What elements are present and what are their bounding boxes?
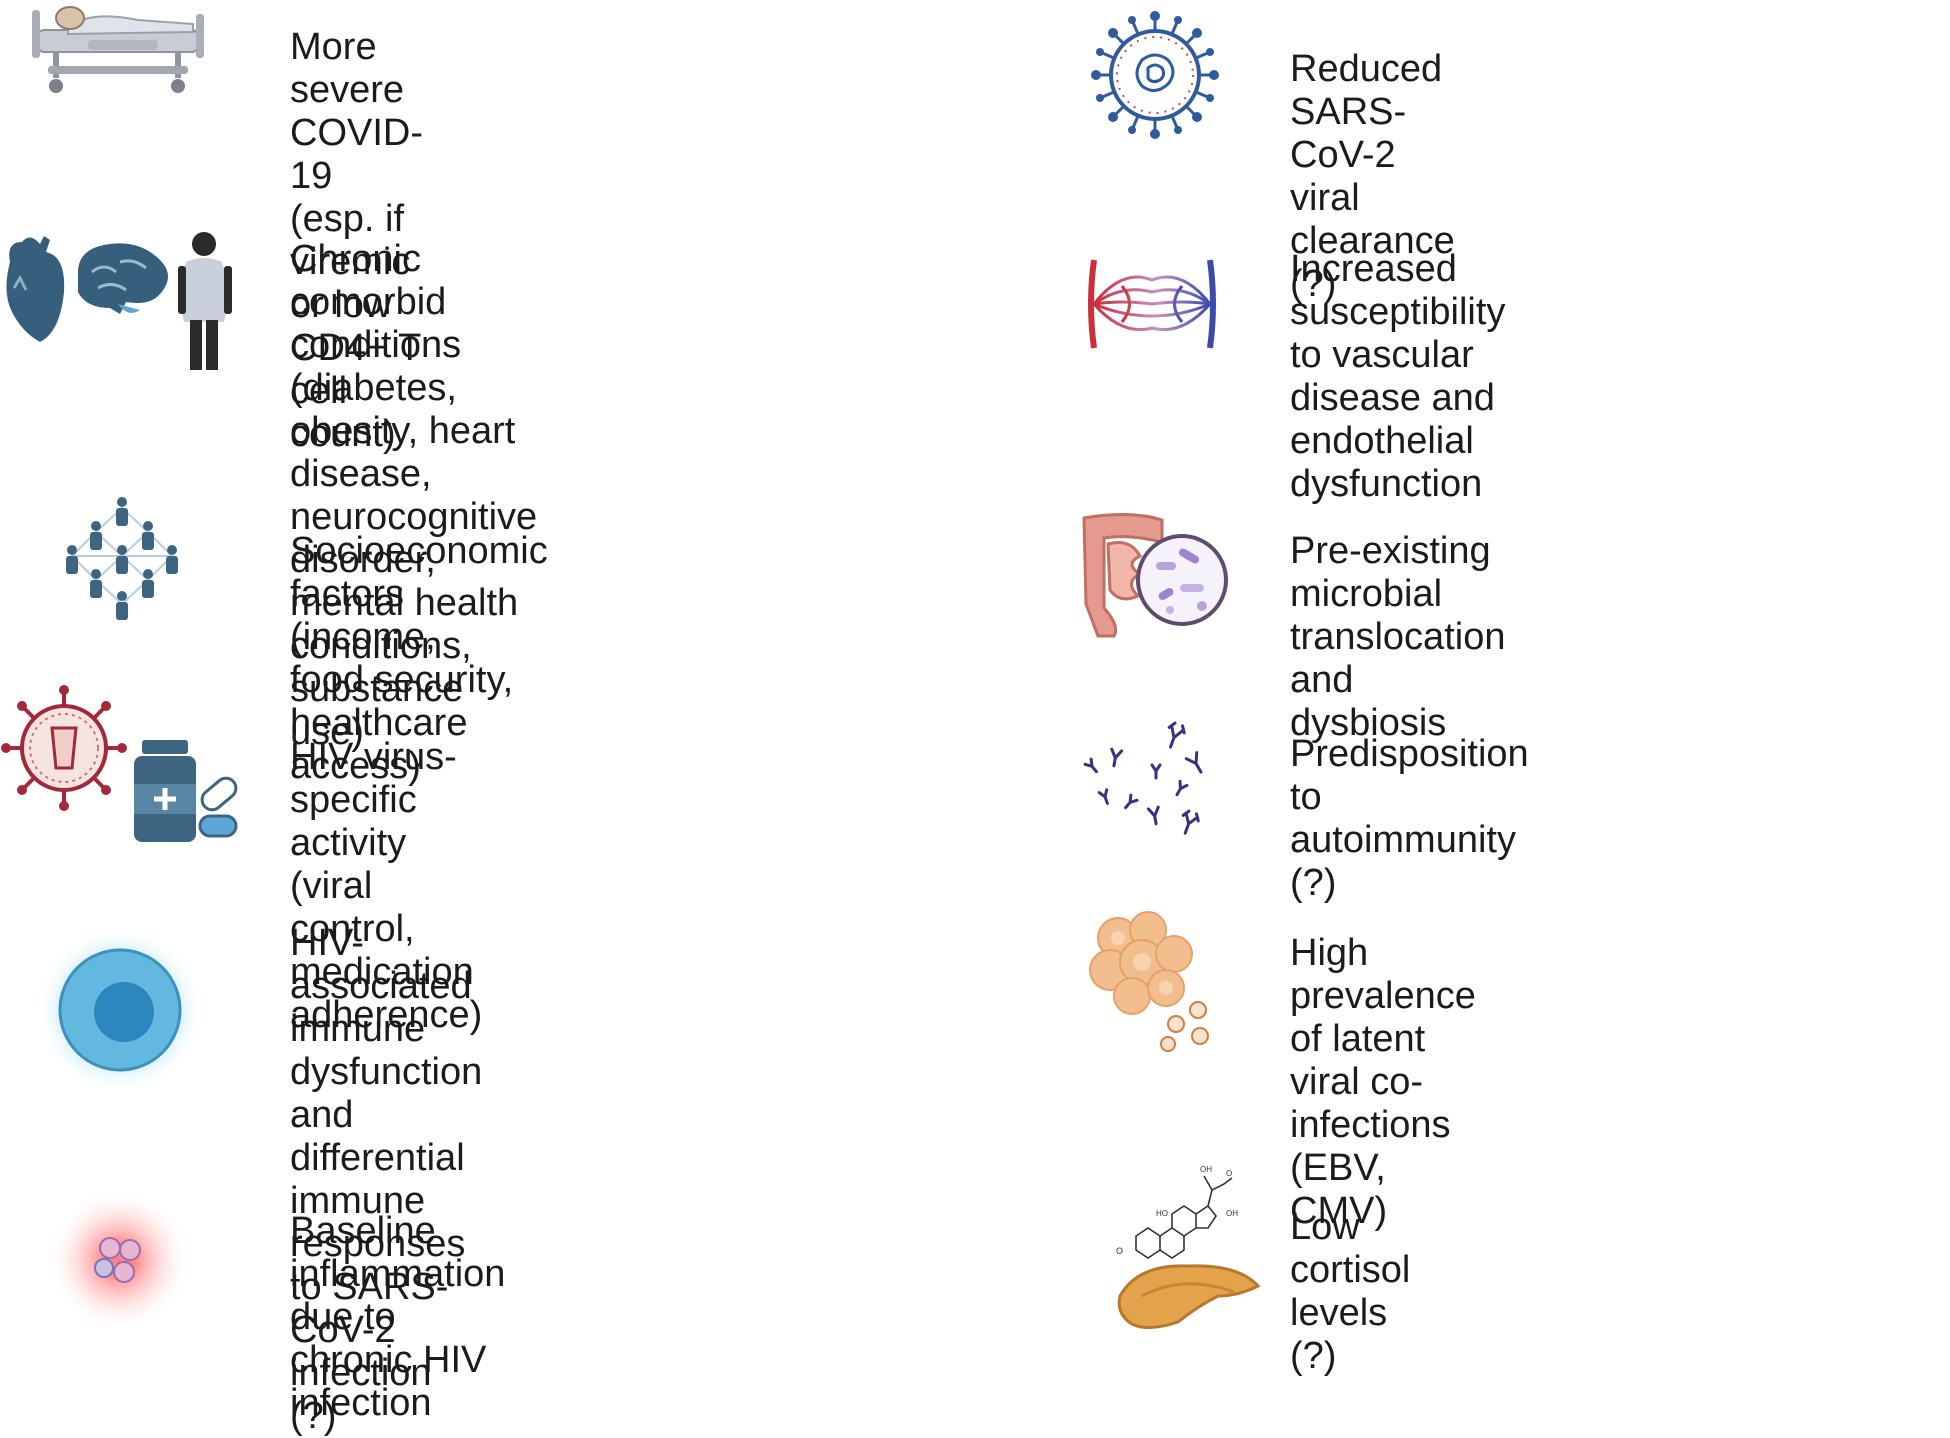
adrenal-gland-icon <box>1117 1264 1261 1329</box>
cortisol-molecule-icon: O HO OH O OH <box>1116 1165 1238 1259</box>
intestine-microbiome-icon <box>1070 508 1230 638</box>
inflamed-cells-icon <box>44 1186 194 1332</box>
microbiome-icon <box>1136 534 1228 626</box>
antibodies-icon <box>1076 720 1222 840</box>
coronavirus-icon <box>1091 11 1219 139</box>
factor-text: HIV virus-specific activity (viral contr… <box>290 736 483 1036</box>
factor-text: Reduced SARS-CoV-2 viral clearance (?) <box>1290 48 1455 305</box>
person-icon <box>178 232 232 370</box>
capillary-network-icon <box>1082 256 1222 352</box>
people-network-icon <box>52 496 192 620</box>
factor-text: Baseline inflammation due to chronic HIV… <box>290 1210 506 1424</box>
factor-text: More severe COVID-19 (esp. if viremic or… <box>290 26 423 455</box>
hospital-bed-icon <box>28 0 208 100</box>
virus-particles-icon <box>1160 1001 1209 1052</box>
factor-text: Socioeconomic factors (income, food secu… <box>290 530 548 787</box>
factor-text: Predisposition to autoimmunity (?) <box>1290 733 1529 904</box>
svg-text:OH: OH <box>1200 1165 1212 1174</box>
cortisol-adrenal-icon: O HO OH O OH <box>1108 1146 1268 1332</box>
infected-cells-virus-icon <box>1088 911 1224 1052</box>
brain-icon <box>77 243 168 314</box>
svg-text:HO: HO <box>1156 1209 1168 1218</box>
heart-brain-person-icon <box>0 232 240 372</box>
heart-icon <box>6 236 65 342</box>
factor-text: High prevalence of latent viral co- infe… <box>1290 932 1476 1232</box>
hiv-virus-icon <box>1 685 127 811</box>
factor-text: Pre-existing microbial translocation and… <box>1290 530 1506 744</box>
factor-text: Chronic comorbid conditions (diabetes, o… <box>290 238 538 753</box>
immune-cell-icon <box>36 926 204 1094</box>
pill-capsule-icon <box>198 776 238 838</box>
factor-text: Increased susceptibility to vascular dis… <box>1290 248 1506 505</box>
svg-text:O: O <box>1116 1246 1123 1256</box>
hiv-virus-medication-icon <box>1 685 244 848</box>
factor-text: Low cortisol levels (?) <box>1290 1206 1411 1377</box>
medication-bottle-icon <box>134 740 196 842</box>
svg-text:OH: OH <box>1226 1209 1238 1218</box>
svg-text:O: O <box>1226 1169 1232 1178</box>
